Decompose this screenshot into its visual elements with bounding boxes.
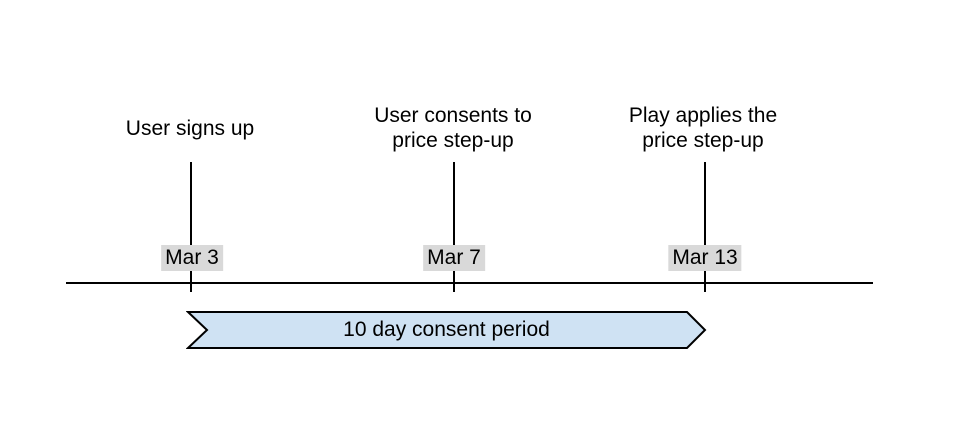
consent-period-banner: 10 day consent period	[186, 310, 707, 350]
date-label-mar-13: Mar 13	[668, 245, 742, 271]
chevron-ribbon-shape	[186, 311, 707, 349]
date-label-mar-7: Mar 7	[423, 245, 485, 271]
event-tick-mar-7	[453, 162, 455, 292]
timeline-axis	[66, 282, 873, 284]
consent-period-label: 10 day consent period	[343, 318, 550, 341]
event-tick-mar-3	[190, 162, 192, 292]
event-label-user-consents: User consents to price step-up	[374, 104, 532, 152]
event-tick-mar-13	[704, 162, 706, 292]
event-label-user-signs-up: User signs up	[125, 116, 255, 140]
date-label-mar-3: Mar 3	[161, 245, 223, 271]
event-label-play-applies: Play applies the price step-up	[628, 104, 778, 152]
